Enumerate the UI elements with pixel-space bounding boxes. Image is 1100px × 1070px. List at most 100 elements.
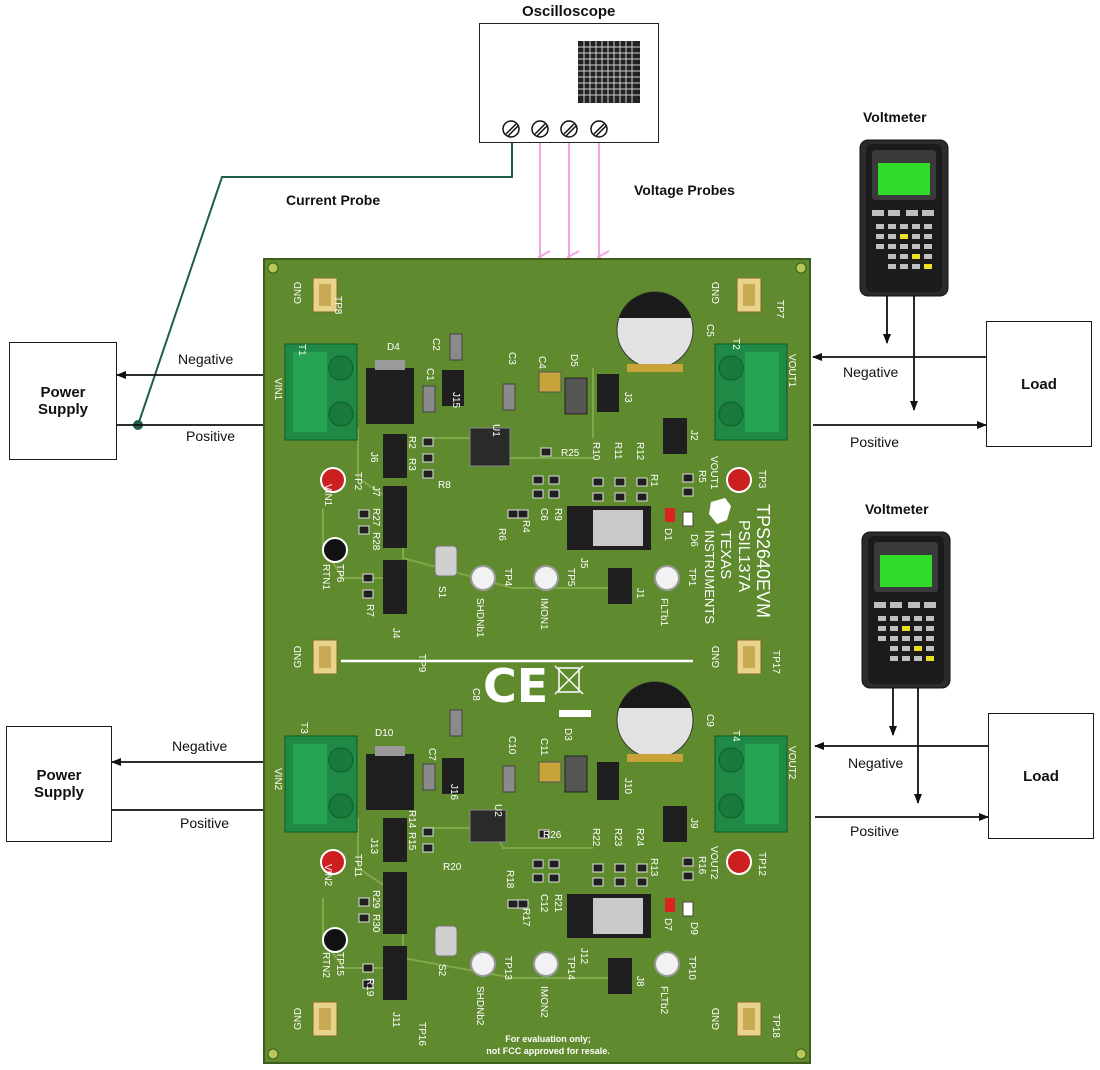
silkscreen-t3: T3: [298, 722, 309, 734]
top-load-positive-label: Positive: [850, 434, 900, 450]
silkscreen-tp7: TP7: [774, 300, 785, 319]
top-load-negative-label: Negative: [843, 364, 899, 380]
bottom-load-label: Load: [1023, 767, 1059, 785]
silkscreen-vin2: VIN2: [322, 864, 333, 887]
silkscreen-j9: J9: [688, 818, 699, 829]
top-load: Load: [986, 321, 1092, 447]
top-supply-positive-label: Positive: [186, 428, 236, 444]
silkscreen-j6: J6: [368, 452, 379, 463]
ti-logo-icon: [709, 498, 731, 524]
silkscreen-r19: R19: [364, 978, 375, 997]
oscilloscope-channel-knobs: [502, 120, 608, 138]
silkscreen-tp17: TP17: [770, 650, 781, 674]
silkscreen-gnd-c: GND: [293, 646, 304, 668]
silkscreen-r11: R11: [612, 442, 623, 460]
terminal-block-t4: [714, 735, 788, 833]
top-power-supply-label-1: Power: [40, 384, 86, 401]
silkscreen-r5: R5: [696, 470, 707, 483]
bottom-supply-negative-label: Negative: [172, 738, 228, 754]
silkscreen-c10: C10: [506, 736, 517, 755]
silkscreen-j1: J1: [634, 588, 645, 599]
silkscreen-d6: D6: [688, 534, 699, 547]
silkscreen-r27: R27: [370, 508, 381, 527]
silkscreen-gnd-d: GND: [711, 646, 722, 668]
tp15-black: [322, 927, 348, 953]
bottom-voltmeter-title: Voltmeter: [865, 501, 929, 517]
silkscreen-r2: R2: [406, 436, 417, 449]
tp1-white: [654, 565, 680, 591]
silkscreen-j10: J10: [622, 778, 633, 795]
silkscreen-j12: J12: [578, 948, 589, 965]
silkscreen-tp4: TP4: [502, 568, 513, 587]
gnd-pad-tp9: [312, 639, 338, 675]
bottom-load: Load: [988, 713, 1094, 839]
silkscreen-fltb2: FLTb2: [658, 986, 669, 1015]
silkscreen-vout1: VOUT1: [708, 456, 719, 490]
board-footer-2: not FCC approved for resale.: [486, 1046, 610, 1056]
silkscreen-vin1: VIN1: [272, 378, 283, 401]
silkscreen-j15: J15: [450, 392, 461, 409]
silkscreen-t1: T1: [296, 344, 307, 356]
tp3-red: [726, 467, 752, 493]
silkscreen-s2: S2: [436, 964, 447, 977]
silkscreen-j5: J5: [578, 558, 589, 569]
silkscreen-r17: R17: [520, 908, 531, 927]
silkscreen-tp16: TP16: [416, 1022, 427, 1046]
silkscreen-tp6: TP6: [334, 564, 345, 583]
terminal-block-t1: [284, 343, 358, 441]
oscilloscope-title: Oscilloscope: [522, 3, 616, 20]
evm-board: CE: [263, 258, 811, 1064]
silkscreen-u1: U1: [490, 424, 501, 437]
diode-d4: [366, 368, 414, 424]
silkscreen-vout2: VOUT2: [708, 846, 719, 880]
silkscreen-tp1: TP1: [686, 568, 697, 587]
silkscreen-d1: D1: [662, 528, 673, 541]
silkscreen-tp11: TP11: [352, 854, 363, 878]
bottom-load-positive-label: Positive: [850, 823, 900, 839]
bottom-supply-positive-label: Positive: [180, 815, 230, 831]
bottom-power-supply-label-2: Supply: [33, 784, 84, 801]
board-part-number: PSIL137A: [735, 520, 752, 592]
weee-bin-icon: [554, 665, 584, 695]
silkscreen-shdnb2: SHDNb2: [474, 986, 485, 1026]
silkscreen-j11: J11: [390, 1012, 401, 1028]
top-voltmeter-icon: [859, 139, 949, 297]
silkscreen-tp14: TP14: [565, 956, 576, 980]
tp5-white: [533, 565, 559, 591]
silkscreen-c11: C11: [538, 738, 549, 756]
silkscreen-vin1: VIN1: [322, 484, 333, 507]
current-probe-wire: [137, 133, 513, 426]
silkscreen-tp18: TP18: [770, 1014, 781, 1038]
silkscreen-gnd-e: GND: [293, 1008, 304, 1030]
silkscreen-r12: R12: [634, 442, 645, 461]
silkscreen-r10: R10: [590, 442, 601, 461]
silkscreen-vin2: VIN2: [272, 768, 283, 791]
board-footer-1: For evaluation only;: [505, 1034, 591, 1044]
silkscreen-rtn1: RTN1: [320, 564, 331, 590]
silkscreen-d4: D4: [387, 342, 400, 353]
bottom-voltmeter-icon: [861, 531, 951, 689]
gnd-pad-tp8: [312, 277, 338, 313]
silkscreen-r30: R30: [370, 914, 381, 933]
bottom-power-supply-label-1: Power: [36, 767, 82, 784]
silkscreen-t2: T2: [730, 338, 741, 350]
tp6-black: [322, 537, 348, 563]
oscilloscope: [479, 23, 659, 143]
silkscreen-imon1: IMON1: [538, 598, 549, 630]
terminal-block-t2: [714, 343, 788, 441]
silkscreen-gnd-a: GND: [293, 282, 304, 304]
diode-d10: [366, 754, 414, 810]
silkscreen-r28: R28: [370, 532, 381, 551]
board-title: TPS2640EVM: [753, 504, 773, 618]
silkscreen-d7: D7: [662, 918, 673, 931]
bottom-load-negative-label: Negative: [848, 755, 904, 771]
top-load-label: Load: [1021, 375, 1057, 393]
silkscreen-r14: R14: [406, 810, 417, 829]
terminal-block-t3: [284, 735, 358, 833]
tp12-red: [726, 849, 752, 875]
ce-mark: CE: [483, 659, 548, 713]
silkscreen-r22: R22: [590, 828, 601, 847]
silkscreen-vout2: VOUT2: [786, 746, 797, 780]
silkscreen-c4: C4: [536, 356, 547, 369]
